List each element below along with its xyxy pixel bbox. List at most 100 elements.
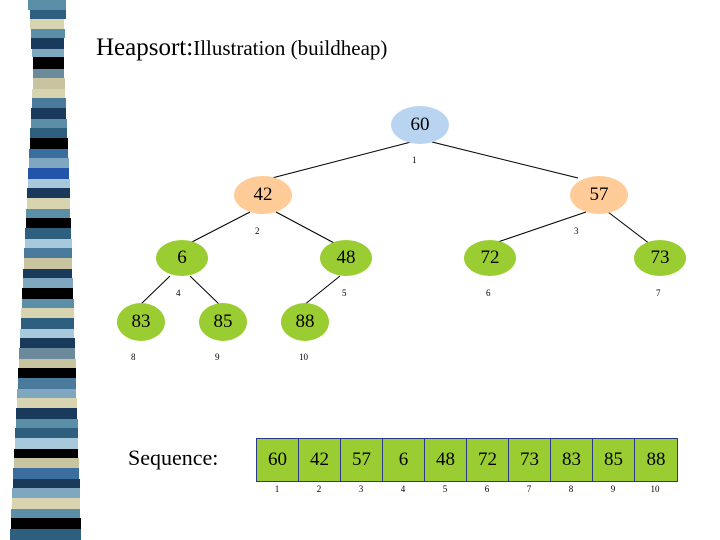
tree-node: 72 — [464, 240, 516, 276]
stripe-band — [32, 49, 64, 57]
stripe-band — [11, 509, 80, 518]
tree-edge — [275, 211, 337, 245]
stripe-band — [19, 359, 76, 368]
stripe-band — [27, 188, 70, 198]
sequence-cell: 72 — [467, 439, 509, 481]
stripe-band — [16, 419, 78, 428]
stripe-band — [20, 338, 75, 348]
sequence-cell-index: 4 — [400, 484, 406, 494]
sequence-cell: 83 — [551, 439, 593, 481]
sequence-cell: 57 — [341, 439, 383, 481]
stripe-band — [23, 278, 73, 288]
tree-node: 83 — [117, 303, 165, 341]
tree-node: 6 — [156, 240, 208, 276]
stripe-band — [31, 38, 64, 49]
stripe-band — [23, 269, 72, 278]
page-title: Heapsort:Illustration (buildheap) — [96, 34, 387, 62]
tree-node: 57 — [570, 176, 628, 214]
tree-node-index: 9 — [215, 352, 220, 362]
tree-node-index: 2 — [255, 226, 260, 236]
sequence-cell: 88 — [635, 439, 677, 481]
sequence-label: Sequence: — [128, 445, 219, 470]
tree-node-index: 1 — [412, 155, 417, 165]
stripe-band — [15, 438, 78, 449]
stripe-band — [25, 228, 71, 239]
stripe-band — [13, 468, 79, 479]
stripe-band — [27, 198, 70, 209]
tree-node: 85 — [199, 303, 247, 341]
tree-edge — [139, 275, 171, 306]
stripe-band — [18, 368, 76, 378]
sequence-cell: 60 — [257, 439, 299, 481]
stripe-band — [18, 378, 76, 389]
stripe-band — [29, 149, 68, 158]
sequence-cell-index: 9 — [610, 484, 616, 494]
tree-node-index: 10 — [299, 352, 308, 362]
sequence-cell-index: 10 — [650, 484, 660, 494]
stripe-band — [32, 89, 65, 98]
tree-edge — [189, 275, 221, 306]
stripe-band — [25, 239, 72, 248]
sequence-cell-index: 3 — [358, 484, 364, 494]
tree-node-index: 3 — [574, 226, 579, 236]
sequence-cell-index: 8 — [568, 484, 574, 494]
stripe-band — [22, 299, 74, 308]
tree-node: 42 — [234, 176, 292, 214]
sequence-cell-index: 7 — [526, 484, 532, 494]
stripe-band — [12, 488, 80, 498]
stripe-band — [30, 138, 68, 149]
stripe-band — [22, 288, 73, 299]
stripe-band — [12, 498, 80, 509]
stripe-band — [31, 108, 66, 119]
stripe-band — [31, 119, 67, 128]
stripe-band — [21, 308, 74, 318]
tree-node: 73 — [634, 240, 686, 276]
sequence-cell-index: 5 — [442, 484, 448, 494]
stripe-band — [24, 248, 72, 258]
tree-node: 88 — [281, 303, 329, 341]
stripe-band — [28, 168, 69, 179]
stripe-band — [21, 318, 74, 329]
sequence-cell: 6 — [383, 439, 425, 481]
tree-node: 48 — [320, 240, 372, 276]
stripe-band — [10, 529, 81, 540]
tree-edges — [139, 141, 651, 306]
sequence-cell: 73 — [509, 439, 551, 481]
stripe-band — [33, 57, 64, 69]
sequence-cell: 48 — [425, 439, 467, 481]
stripe-band — [30, 19, 64, 29]
stripe-band — [28, 179, 70, 188]
tree-edge — [271, 141, 412, 179]
stripe-band — [29, 158, 69, 168]
sequence-cell-index: 2 — [316, 484, 322, 494]
sequence-cell: 85 — [593, 439, 635, 481]
stripe-band — [33, 78, 65, 89]
stripe-band — [11, 518, 81, 529]
tree-node-index: 7 — [656, 288, 661, 298]
tree-edge — [431, 141, 579, 179]
stripe-band — [30, 10, 66, 19]
tree-edge — [303, 275, 341, 306]
decorative-left-stripe — [0, 0, 86, 540]
sequence-cell: 42 — [299, 439, 341, 481]
tree-node-index: 5 — [342, 288, 347, 298]
tree-edge — [607, 211, 651, 245]
stripe-band — [16, 408, 77, 419]
stripe-band — [15, 428, 78, 438]
stripe-band — [24, 258, 72, 269]
stripe-band — [14, 458, 79, 468]
stripe-band — [31, 29, 65, 38]
tree-node-index: 4 — [176, 288, 181, 298]
stripe-band — [17, 398, 77, 408]
stripe-band — [30, 128, 67, 138]
stripe-band — [13, 479, 80, 488]
page-title-sub: Illustration (buildheap) — [193, 36, 388, 60]
stripe-band — [19, 348, 75, 359]
stripe-band — [17, 389, 76, 398]
stripe-band — [14, 449, 78, 458]
tree-node: 60 — [391, 106, 449, 144]
stripe-band — [26, 209, 70, 218]
stripe-band — [20, 329, 74, 338]
sequence-cell-index: 6 — [484, 484, 490, 494]
